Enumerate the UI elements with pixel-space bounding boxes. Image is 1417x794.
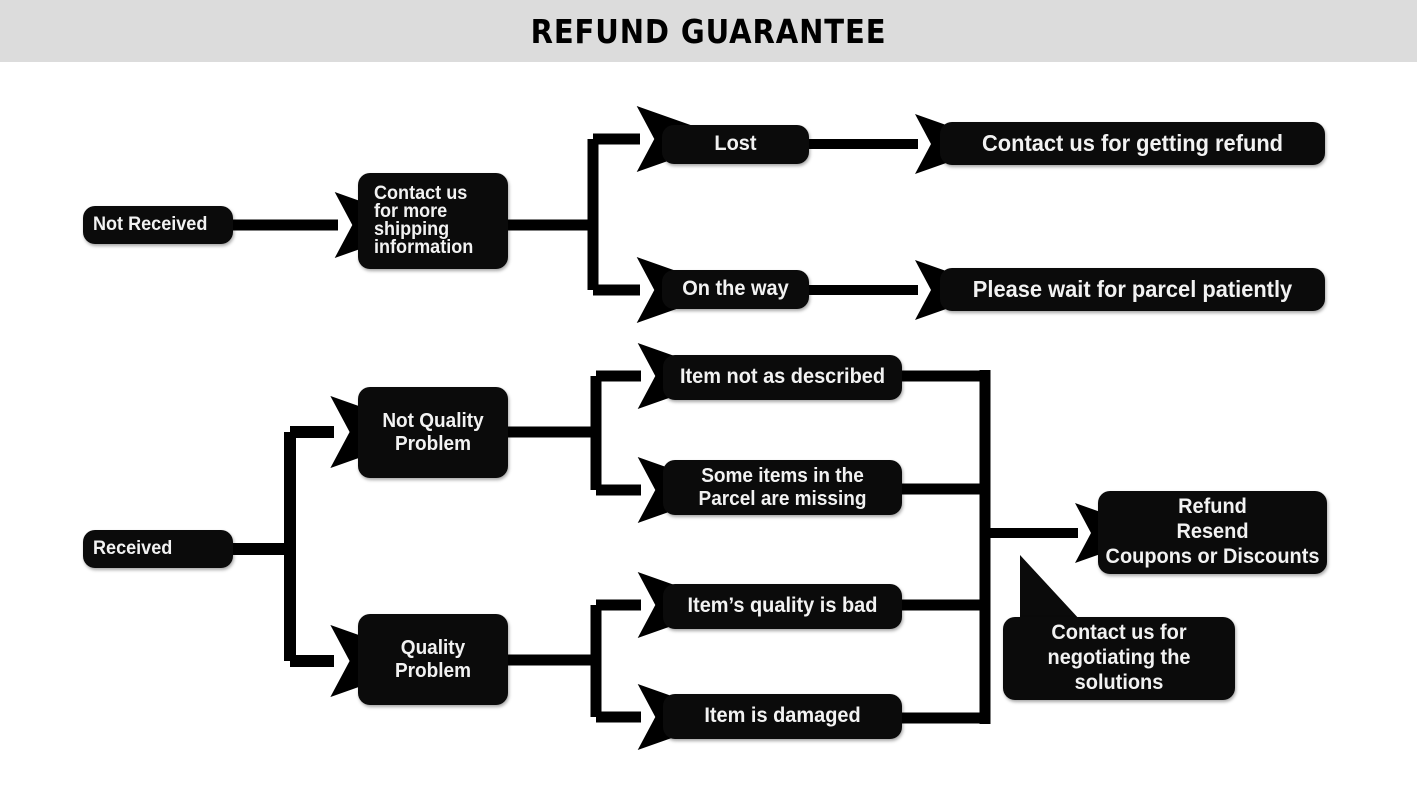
node-some-items-missing-label: Some items in the Parcel are missing bbox=[669, 465, 896, 511]
line-1: Quality bbox=[400, 636, 466, 659]
line-4: information bbox=[374, 237, 474, 259]
node-item-is-damaged-label: Item is damaged bbox=[704, 704, 861, 728]
node-contact-for-shipping-info-label: Contact us for more shipping information bbox=[374, 184, 486, 259]
line-3: solutions bbox=[1074, 670, 1164, 694]
node-quality-problem-label: Quality Problem bbox=[362, 637, 505, 683]
node-not-quality-problem[interactable]: Not Quality Problem bbox=[358, 387, 508, 478]
node-quality-problem[interactable]: Quality Problem bbox=[358, 614, 508, 705]
line-2: Parcel are missing bbox=[698, 487, 867, 510]
node-not-quality-problem-label: Not Quality Problem bbox=[362, 410, 505, 456]
node-not-received[interactable]: Not Received bbox=[83, 206, 233, 244]
line-2: Resend bbox=[1176, 520, 1249, 544]
node-item-quality-is-bad-label: Item’s quality is bad bbox=[687, 594, 878, 618]
merge-bus-to-outcome bbox=[902, 370, 1160, 724]
splitter-shipping-branch bbox=[508, 106, 731, 323]
splitter-not-quality-branch bbox=[508, 343, 732, 523]
line-1: Refund bbox=[1178, 495, 1247, 519]
page-title: REFUND GUARANTEE bbox=[530, 11, 887, 51]
line-3: Coupons or Discounts bbox=[1105, 544, 1320, 568]
node-lost-label: Lost bbox=[714, 132, 757, 156]
node-refund-resend-coupons-label: Refund Resend Coupons or Discounts bbox=[1104, 495, 1322, 569]
node-refund-resend-coupons[interactable]: Refund Resend Coupons or Discounts bbox=[1098, 491, 1327, 574]
node-contact-us-for-getting-refund[interactable]: Contact us for getting refund bbox=[940, 122, 1325, 165]
node-received[interactable]: Received bbox=[83, 530, 233, 568]
node-item-quality-is-bad[interactable]: Item’s quality is bad bbox=[663, 584, 902, 629]
line-1: Contact us for bbox=[1051, 621, 1187, 645]
node-item-not-as-described-label: Item not as described bbox=[679, 365, 886, 389]
line-2: Problem bbox=[394, 659, 472, 682]
callout-tail bbox=[1020, 555, 1093, 634]
line-2: Problem bbox=[394, 432, 472, 455]
node-received-label: Received bbox=[93, 538, 173, 560]
node-item-not-as-described[interactable]: Item not as described bbox=[663, 355, 902, 400]
node-contact-us-for-negotiating-label: Contact us for negotiating the solutions bbox=[1009, 621, 1229, 695]
line-1: Not Quality bbox=[382, 409, 484, 432]
node-lost[interactable]: Lost bbox=[662, 125, 809, 164]
node-contact-us-for-getting-refund-label: Contact us for getting refund bbox=[981, 130, 1284, 157]
splitter-received-branch bbox=[233, 396, 433, 697]
node-on-the-way[interactable]: On the way bbox=[662, 270, 809, 309]
header-bar bbox=[0, 0, 1417, 62]
node-item-is-damaged[interactable]: Item is damaged bbox=[663, 694, 902, 739]
node-contact-us-for-negotiating[interactable]: Contact us for negotiating the solutions bbox=[1003, 617, 1235, 700]
splitter-quality-branch bbox=[508, 572, 732, 750]
node-some-items-missing[interactable]: Some items in the Parcel are missing bbox=[663, 460, 902, 515]
node-contact-for-shipping-info[interactable]: Contact us for more shipping information bbox=[358, 173, 508, 269]
line-1: Some items in the bbox=[701, 464, 864, 487]
node-please-wait-for-parcel[interactable]: Please wait for parcel patiently bbox=[940, 268, 1325, 311]
node-please-wait-for-parcel-label: Please wait for parcel patiently bbox=[972, 276, 1293, 303]
node-not-received-label: Not Received bbox=[93, 214, 208, 236]
line-2: negotiating the bbox=[1047, 646, 1191, 670]
node-on-the-way-label: On the way bbox=[682, 277, 789, 301]
